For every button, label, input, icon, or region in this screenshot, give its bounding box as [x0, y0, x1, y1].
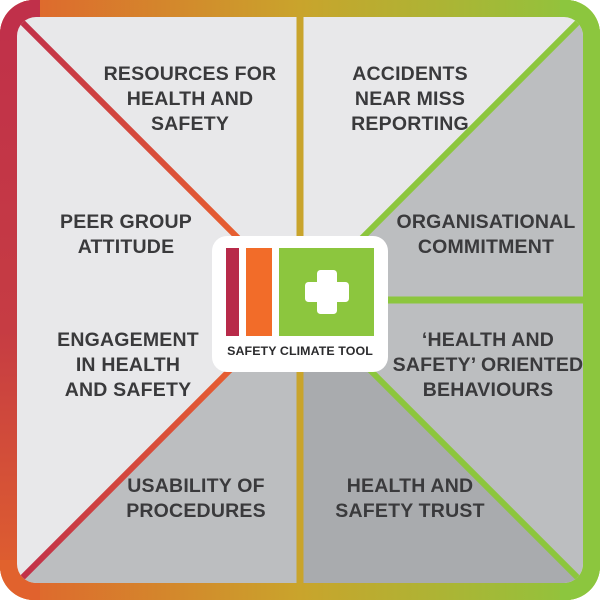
logo-bar-group	[226, 248, 374, 336]
logo-bar-orange	[246, 248, 272, 336]
logo-wordmark: SAFETY CLIMATE TOOL	[227, 344, 373, 358]
logo-bar-crimson	[226, 248, 239, 336]
logo-bar-gap-two	[272, 248, 279, 336]
logo-bar-green	[279, 248, 374, 336]
logo-bar-gap-one	[239, 248, 246, 336]
medical-cross-icon	[304, 270, 349, 314]
safety-climate-tool-logo: SAFETY CLIMATE TOOL	[212, 236, 388, 372]
